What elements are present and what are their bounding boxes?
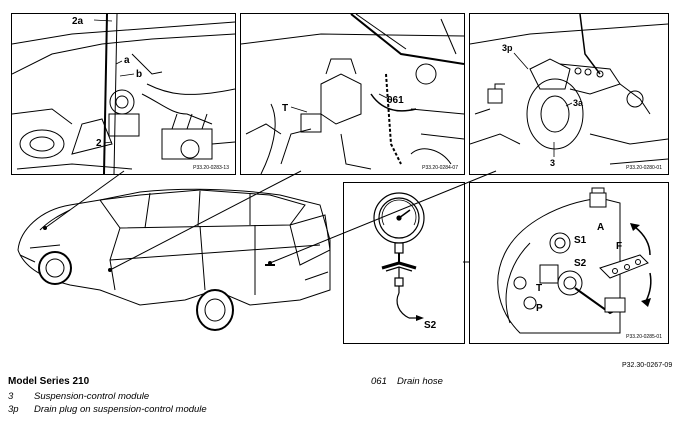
callout-3a: 3a	[573, 98, 584, 108]
panel-ref-code: P33.20-0283-13	[193, 165, 229, 171]
callout-t: T	[282, 103, 288, 114]
engine-bay-panel-middle: 061 T P33.20-0284-07	[240, 13, 465, 175]
callout-t: T	[536, 283, 542, 294]
legend-number: 061	[371, 376, 387, 387]
valve-block-panel: S1 A S2 F T P P33.20-0285-01	[469, 182, 669, 344]
callout-3: 3	[550, 158, 555, 168]
engine-bay-middle-drawing: 061 T	[241, 14, 464, 174]
callout-2: 2	[96, 138, 102, 149]
engine-bay-panel-left: 2a a b 2 P33.20-0283-13	[11, 13, 236, 175]
suspension-module-drawing: 3p 3a 3	[470, 14, 668, 168]
callout-s1: S1	[574, 235, 587, 246]
suspension-module-panel: 3p 3a 3 P33.20-0280-01	[469, 13, 669, 175]
callout-s2: S2	[424, 320, 437, 331]
legend-title: Model Series 210	[8, 376, 90, 387]
callout-f: F	[616, 241, 622, 252]
legend-text: Drain hose	[397, 376, 443, 387]
callout-3p: 3p	[502, 43, 513, 53]
legend-number: 3	[8, 391, 14, 402]
valve-block-drawing: S1 A S2 F T P	[497, 187, 652, 334]
panel-ref-code: P33.20-0280-01	[626, 165, 662, 171]
engine-bay-left-drawing: 2a a b 2	[12, 14, 235, 174]
legend-item: 061 Drain hose	[371, 376, 571, 390]
legend-number: 3p	[8, 404, 19, 415]
callout-2a: 2a	[72, 16, 84, 27]
callout-p: P	[536, 303, 543, 314]
callout-s2: S2	[574, 258, 587, 269]
callout-a: a	[124, 55, 130, 66]
panel-ref-code: P33.20-0284-07	[422, 165, 458, 171]
leader-lines	[44, 170, 497, 271]
legend-text: Suspension-control module	[34, 391, 150, 402]
legend-item: 3 Suspension-control module	[8, 391, 328, 405]
panel-ref-code: P33.20-0285-01	[626, 334, 662, 340]
callout-061: 061	[387, 95, 404, 106]
pressure-gauge-panel: S2	[343, 182, 465, 344]
legend-item: 3p Drain plug on suspension-control modu…	[8, 404, 328, 418]
figure-reference-code: P32.30-0267-09	[622, 362, 673, 369]
callout-b: b	[136, 69, 142, 80]
legend-text: Drain plug on suspension-control module	[34, 404, 207, 415]
callout-a: A	[597, 222, 604, 233]
car-estate-drawing	[17, 188, 331, 331]
